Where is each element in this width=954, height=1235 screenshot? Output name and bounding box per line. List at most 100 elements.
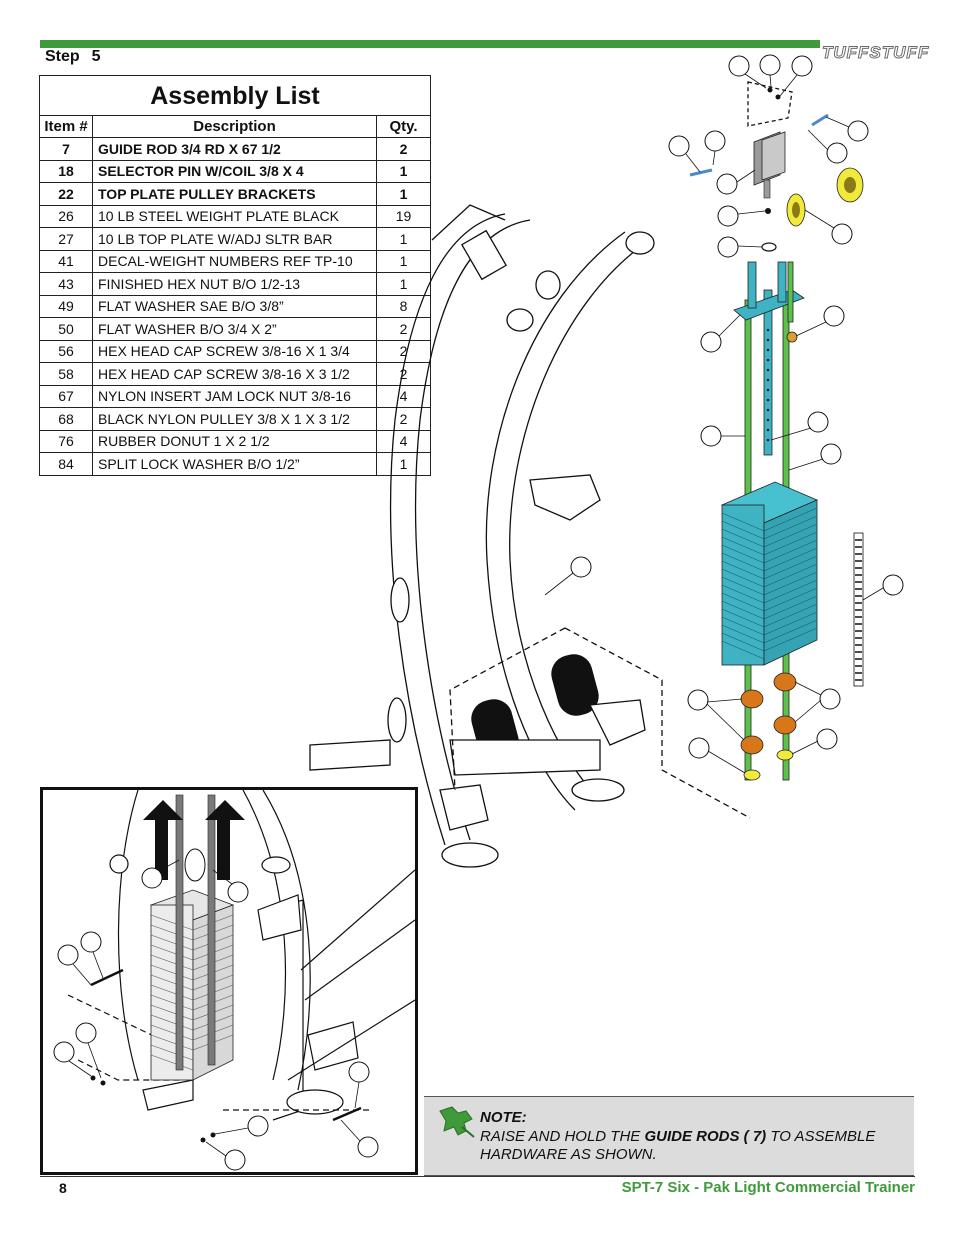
cell-description: SPLIT LOCK WASHER B/O 1/2” [92, 452, 377, 476]
dashed-guide [449, 627, 566, 791]
inset-nut [100, 1080, 106, 1086]
cell-item: 50 [39, 317, 93, 341]
cell-qty: 1 [376, 182, 431, 206]
inset-pulley [109, 854, 129, 874]
inset-detail-diagram [53, 790, 415, 1171]
weight-stack [720, 481, 819, 666]
inset-pulley [184, 848, 206, 882]
selector-bar [763, 289, 773, 456]
cell-qty: 2 [376, 137, 431, 161]
decal-ticks [855, 539, 862, 681]
page-number: 8 [59, 1180, 67, 1196]
inset-frame-arc [117, 790, 139, 1081]
brand-logo: TUFFSTUFF [822, 43, 930, 63]
step-number: 5 [91, 48, 101, 65]
hex-nut [765, 208, 771, 214]
inset-detail-box [40, 787, 418, 1175]
base-tube [309, 739, 391, 771]
pivot-plate [439, 784, 489, 831]
inset-tube-end [261, 856, 291, 874]
inset-foot-pad [286, 1089, 344, 1115]
dashed-guide [564, 627, 751, 819]
pulley-bracket [460, 229, 508, 281]
col-header-description: Description [92, 115, 377, 138]
lock-nut [767, 87, 773, 93]
lock-nut [775, 94, 781, 100]
cell-description: FLAT WASHER B/O 3/4 X 2” [92, 317, 377, 341]
cap-screw [811, 113, 829, 127]
pulley [535, 270, 561, 300]
inset-dashed-guide [77, 1059, 183, 1081]
top-plate-post [747, 261, 757, 309]
inset-frame-arc [242, 790, 287, 1081]
leg-pad [551, 654, 599, 716]
cell-description: TOP PLATE PULLEY BRACKETS [92, 182, 377, 206]
note-text-line1: RAISE AND HOLD THE GUIDE RODS ( 7) TO AS… [480, 1128, 875, 1145]
frame-tube-end [625, 231, 655, 255]
frame-tube-end [506, 308, 534, 332]
pushpin-icon [439, 1106, 475, 1138]
top-plate-post [777, 261, 787, 303]
note-text-pre: RAISE AND HOLD THE [480, 1128, 645, 1145]
cell-description: HEX HEAD CAP SCREW 3/8-16 X 1 3/4 [92, 339, 377, 363]
frame-arc-left-inner [389, 213, 506, 846]
top-bracket [431, 204, 506, 241]
inset-crossbar [287, 999, 415, 1081]
cell-description: BLACK NYLON PULLEY 3/8 X 1 X 3 1/2 [92, 407, 377, 431]
note-text-bold: GUIDE RODS ( 7) [644, 1128, 767, 1145]
inset-cap-screw [90, 968, 124, 987]
cell-qty: 2 [376, 317, 431, 341]
inset-crossbar [300, 869, 415, 971]
nylon-pulley-hub [792, 202, 800, 218]
cell-description: FLAT WASHER SAE B/O 3/8” [92, 294, 377, 318]
inset-pivot-plate [257, 894, 302, 941]
step-word: Step [45, 48, 80, 65]
cell-description: 10 LB TOP PLATE W/ADJ SLTR BAR [92, 227, 377, 251]
pulley-bracket-22 [761, 131, 786, 181]
footer-product-title: SPT-7 Six - Pak Light Commercial Trainer [621, 1179, 915, 1196]
pulley [390, 577, 410, 623]
top-plate [733, 289, 805, 321]
flat-washer [776, 749, 794, 761]
foot-pad [441, 842, 499, 868]
cell-description: GUIDE ROD 3/4 RD X 67 1/2 [92, 137, 377, 161]
footer-rule [40, 1176, 915, 1177]
inset-raise-arrow [205, 800, 245, 880]
inset-weight-stack [149, 889, 235, 1081]
inset-guide-rod [175, 794, 184, 1071]
cell-description: SELECTOR PIN W/COIL 3/8 X 4 [92, 159, 377, 183]
cell-item: 18 [39, 159, 93, 183]
note-title: NOTE: [480, 1109, 527, 1126]
assembly-list-title: Assembly List [39, 75, 431, 115]
lock-washer [761, 242, 777, 252]
inset-nut [210, 1132, 216, 1138]
cell-qty: 1 [376, 159, 431, 183]
cell-item: 49 [39, 294, 93, 318]
note-text-line2: HARDWARE AS SHOWN. [480, 1146, 657, 1163]
cell-item: 84 [39, 452, 93, 476]
flat-washer [743, 769, 761, 781]
rubber-donuts [740, 672, 797, 755]
col-header-qty: Qty. [376, 115, 431, 138]
cell-description: NYLON INSERT JAM LOCK NUT 3/8-16 [92, 384, 377, 408]
cell-item: 43 [39, 272, 93, 296]
cell-item: 68 [39, 407, 93, 431]
inset-base-bracket [142, 1079, 194, 1111]
bracket-stud [763, 179, 771, 199]
header-green-bar [40, 40, 820, 48]
base-frame [449, 739, 601, 776]
pulley [387, 697, 407, 743]
col-header-item: Item # [39, 115, 93, 138]
